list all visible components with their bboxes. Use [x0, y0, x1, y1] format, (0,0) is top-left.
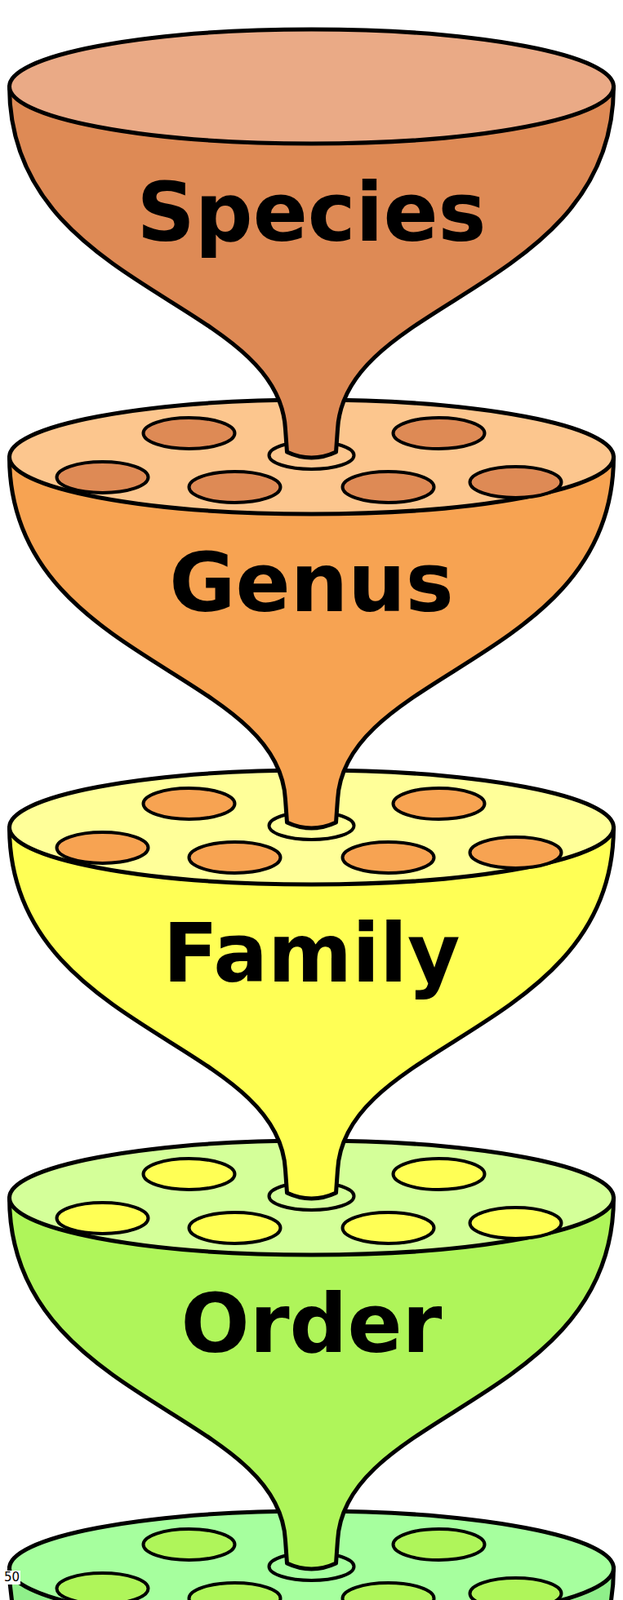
- hole: [393, 788, 486, 820]
- hole: [393, 1159, 486, 1191]
- hole: [57, 1203, 149, 1235]
- funnel: Genus: [0, 396, 623, 837]
- hole: [393, 418, 486, 450]
- hole: [470, 1208, 562, 1240]
- hole: [342, 471, 435, 503]
- hole: [189, 471, 281, 503]
- hole: [470, 467, 562, 499]
- hole: [143, 1530, 236, 1562]
- hole: [342, 1584, 435, 1600]
- funnel: Order: [0, 1137, 623, 1579]
- hole: [143, 418, 236, 450]
- hole: [342, 842, 435, 874]
- hole: [57, 1574, 149, 1600]
- hole: [342, 1213, 435, 1245]
- funnel: Family: [0, 766, 623, 1208]
- rank-name: Family: [0, 913, 623, 995]
- hole: [143, 788, 236, 820]
- rank-name: Genus: [0, 542, 623, 624]
- hole: [57, 832, 149, 864]
- rank-name: Species: [0, 172, 623, 254]
- hole: [189, 842, 281, 874]
- hole: [57, 462, 149, 494]
- hole: [143, 1159, 236, 1191]
- page-number: 50: [3, 1571, 21, 1586]
- hole: [393, 1530, 486, 1562]
- funnel-top: [9, 29, 615, 144]
- rank-name: Order: [0, 1284, 623, 1366]
- hole: [189, 1213, 281, 1245]
- hole: [470, 1579, 562, 1600]
- hole: [470, 837, 562, 869]
- funnel: Species: [0, 25, 623, 467]
- hole: [189, 1584, 281, 1600]
